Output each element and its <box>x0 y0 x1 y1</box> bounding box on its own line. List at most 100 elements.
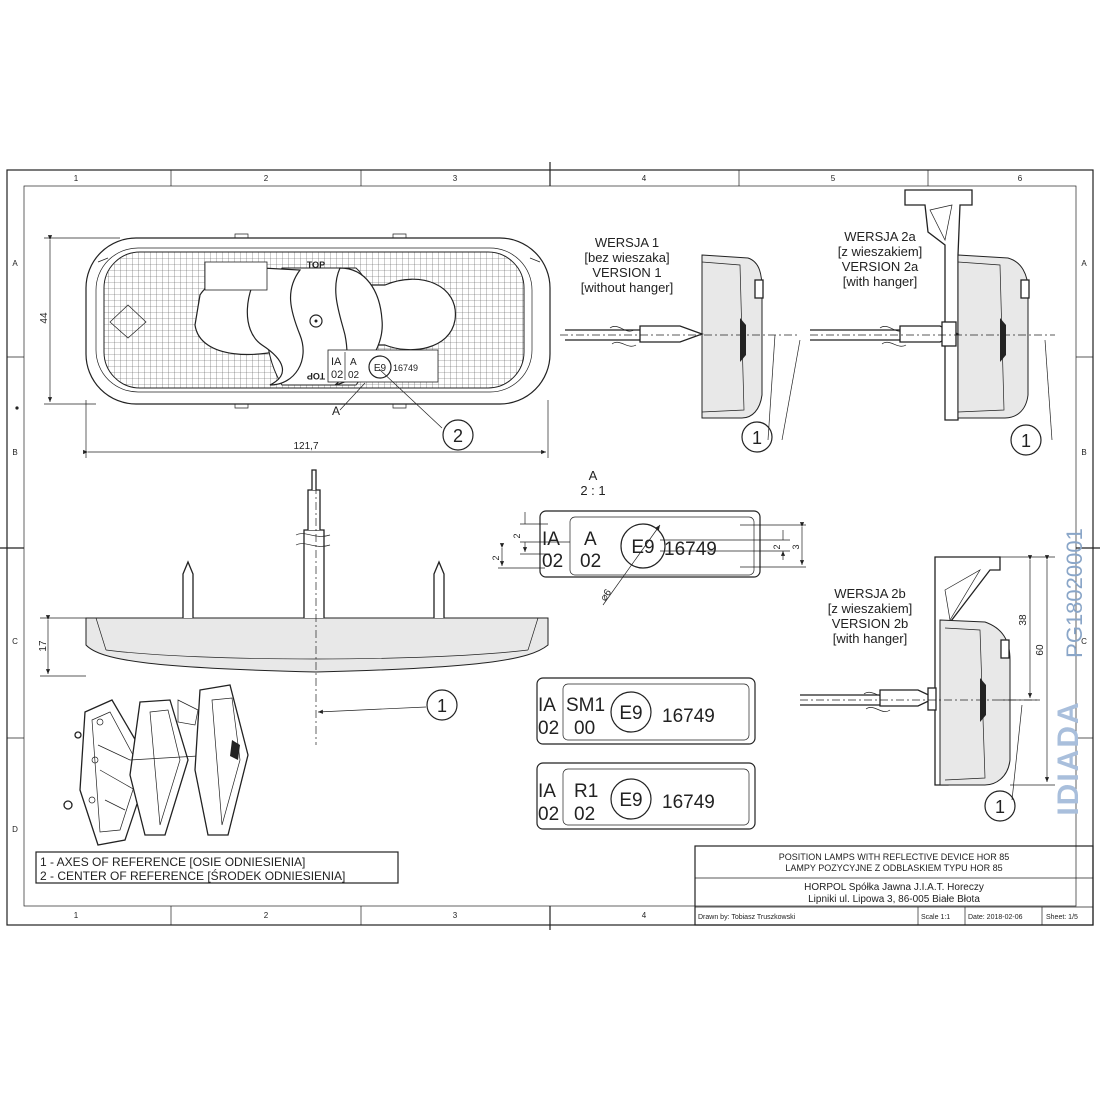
version-2b-view: WERSJA 2b [z wieszakiem] VERSION 2b [wit… <box>800 555 1055 822</box>
detail-a: A 2 : 1 IA 02 A 02 E9 16749 2 2 2 3 ⌀6 <box>491 468 806 606</box>
zone-top-5: 5 <box>831 174 836 183</box>
mb2-approval: 16749 <box>662 792 715 813</box>
zone-top-3: 3 <box>453 174 458 183</box>
v1-line2: [bez wieszaka] <box>584 250 669 265</box>
drawing-frame: 1 2 3 4 5 6 1 2 3 4 A B C D A B C <box>0 162 1100 930</box>
title-en: POSITION LAMPS WITH REFLECTIVE DEVICE HO… <box>779 852 1010 862</box>
side-stamp: PG18020001 IDIADA <box>1052 528 1087 816</box>
mb1-ia: IA <box>538 695 556 716</box>
v2b-line3: VERSION 2b <box>832 616 909 631</box>
marking-box-sm1: IA 02 SM1 00 E9 16749 <box>536 677 756 745</box>
company-name: HORPOL Spółka Jawna J.I.A.T. Horeczy <box>804 882 984 893</box>
detail-dim-3: 3 <box>791 544 801 549</box>
detail-approval: 16749 <box>664 539 717 560</box>
zone-top-1: 1 <box>74 174 79 183</box>
v2a-line4: [with hanger] <box>843 274 917 289</box>
detail-cat-num: 02 <box>580 551 601 572</box>
v2b-dim-60: 60 <box>1035 644 1046 656</box>
detail-emark-circle <box>620 523 666 569</box>
detail-scale: 2 : 1 <box>580 483 605 498</box>
dim-height: 44 <box>39 312 50 324</box>
detail-dim-2b: 2 <box>491 555 501 560</box>
v1-line1: WERSJA 1 <box>595 235 659 250</box>
lamp-housing-outline <box>85 237 551 405</box>
legend-line-1: 1 - AXES OF REFERENCE [OSIE ODNIESIENIA] <box>40 855 305 869</box>
legend-line-2: 2 - CENTER OF REFERENCE [ŚRODEK ODNIESIE… <box>40 868 345 883</box>
v2a-line1: WERSJA 2a <box>844 229 916 244</box>
version-1-view: WERSJA 1 [bez wieszaka] VERSION 1 [witho… <box>560 235 801 453</box>
lens-mark-ia-num: 02 <box>331 369 343 381</box>
v1-line4: [without hanger] <box>581 280 674 295</box>
v2b-lamp-body <box>939 619 1011 786</box>
company-address: Lipniki ul. Lipowa 3, 86-005 Białe Błota <box>808 894 980 905</box>
mb1-approval: 16749 <box>662 706 715 727</box>
zone-bottom-1: 1 <box>74 911 79 920</box>
v2a-callout-1-label: 1 <box>1021 431 1031 451</box>
v2a-line3: VERSION 2a <box>842 259 919 274</box>
callout-2-label: 2 <box>453 426 463 446</box>
marking-box-r1: IA 02 R1 02 E9 16749 <box>536 762 756 830</box>
mb2-cat: R1 <box>574 781 598 802</box>
lens-mark-top-1: TOP <box>307 260 325 270</box>
stamp-code: PG18020001 <box>1062 528 1087 658</box>
version-2a-view: WERSJA 2a [z wieszakiem] VERSION 2a [wit… <box>810 189 1055 456</box>
zone-left-a: A <box>12 259 18 268</box>
zone-bottom-3: 3 <box>453 911 458 920</box>
zone-bottom-2: 2 <box>264 911 269 920</box>
mb2-emark: E9 <box>619 790 642 811</box>
drawing-scale: Scale 1:1 <box>921 914 950 921</box>
v1-callout-1-label: 1 <box>752 428 762 448</box>
v2a-hanger-bracket <box>904 189 973 421</box>
lens-emark-circle <box>368 355 392 379</box>
lens-mark-top-2: TOP <box>307 371 325 381</box>
detail-cat: A <box>584 529 597 550</box>
title-pl: LAMPY POZYCYJNE Z ODBLASKIEM TYPU HOR 85 <box>785 863 1002 873</box>
zone-right-b: B <box>1081 448 1086 457</box>
detail-dim-2c: 2 <box>772 544 782 549</box>
v2a-lamp-body <box>957 254 1029 419</box>
reference-center-marker <box>309 314 323 328</box>
zone-left-c: C <box>12 637 18 646</box>
legend-box: 1 - AXES OF REFERENCE [OSIE ODNIESIENIA]… <box>35 851 399 884</box>
stamp-brand: IDIADA <box>1052 700 1085 815</box>
mb2-ia: IA <box>538 781 556 802</box>
v2a-callout-1 <box>1010 424 1042 456</box>
exploded-isometric-view <box>63 684 249 846</box>
zone-right-c: C <box>1081 637 1087 646</box>
v1-lamp-body <box>701 254 763 419</box>
v1-line3: VERSION 1 <box>592 265 661 280</box>
mb1-emark: E9 <box>619 703 642 724</box>
v1-callout-1 <box>741 421 773 453</box>
front-view: TOP TOP IA 02 A 02 E9 16749 A 2 121,7 44 <box>39 233 551 458</box>
side-callout-1-label: 1 <box>437 696 447 716</box>
side-view: 17 1 <box>38 469 549 745</box>
mb1-cat-num: 00 <box>574 718 595 739</box>
lens-mark-cat-num: 02 <box>348 370 360 381</box>
detail-title: A <box>589 468 598 483</box>
mb1-ia-num: 02 <box>538 718 559 739</box>
detail-dim-2a: 2 <box>512 533 522 538</box>
v2b-dim-38: 38 <box>1018 614 1029 626</box>
zone-top-2: 2 <box>264 174 269 183</box>
zone-top-4: 4 <box>642 174 647 183</box>
v2b-hanger-bracket <box>934 556 1001 786</box>
drawing-date: Date: 2018-02-06 <box>968 914 1023 921</box>
detail-ia-num: 02 <box>542 551 563 572</box>
lamp-side-profile <box>85 617 549 673</box>
side-dim-height: 17 <box>38 640 49 652</box>
lens-mark-cat: A <box>350 357 357 368</box>
zone-right-a: A <box>1081 259 1087 268</box>
sheet-number: Sheet: 1/5 <box>1046 914 1078 921</box>
detail-dim-diameter: ⌀6 <box>598 587 614 603</box>
zone-left-d: D <box>12 825 18 834</box>
lens-mark-ia: IA <box>331 356 342 368</box>
side-callout-1 <box>426 689 458 721</box>
v2b-callout-1-label: 1 <box>995 797 1005 817</box>
v2a-line2: [z wieszakiem] <box>838 244 923 259</box>
title-block: POSITION LAMPS WITH REFLECTIVE DEVICE HO… <box>694 845 1094 926</box>
detail-outer-box <box>539 510 761 578</box>
zone-left-b: B <box>12 448 17 457</box>
v2b-callout-1 <box>984 790 1016 822</box>
dim-width: 121,7 <box>293 441 318 452</box>
